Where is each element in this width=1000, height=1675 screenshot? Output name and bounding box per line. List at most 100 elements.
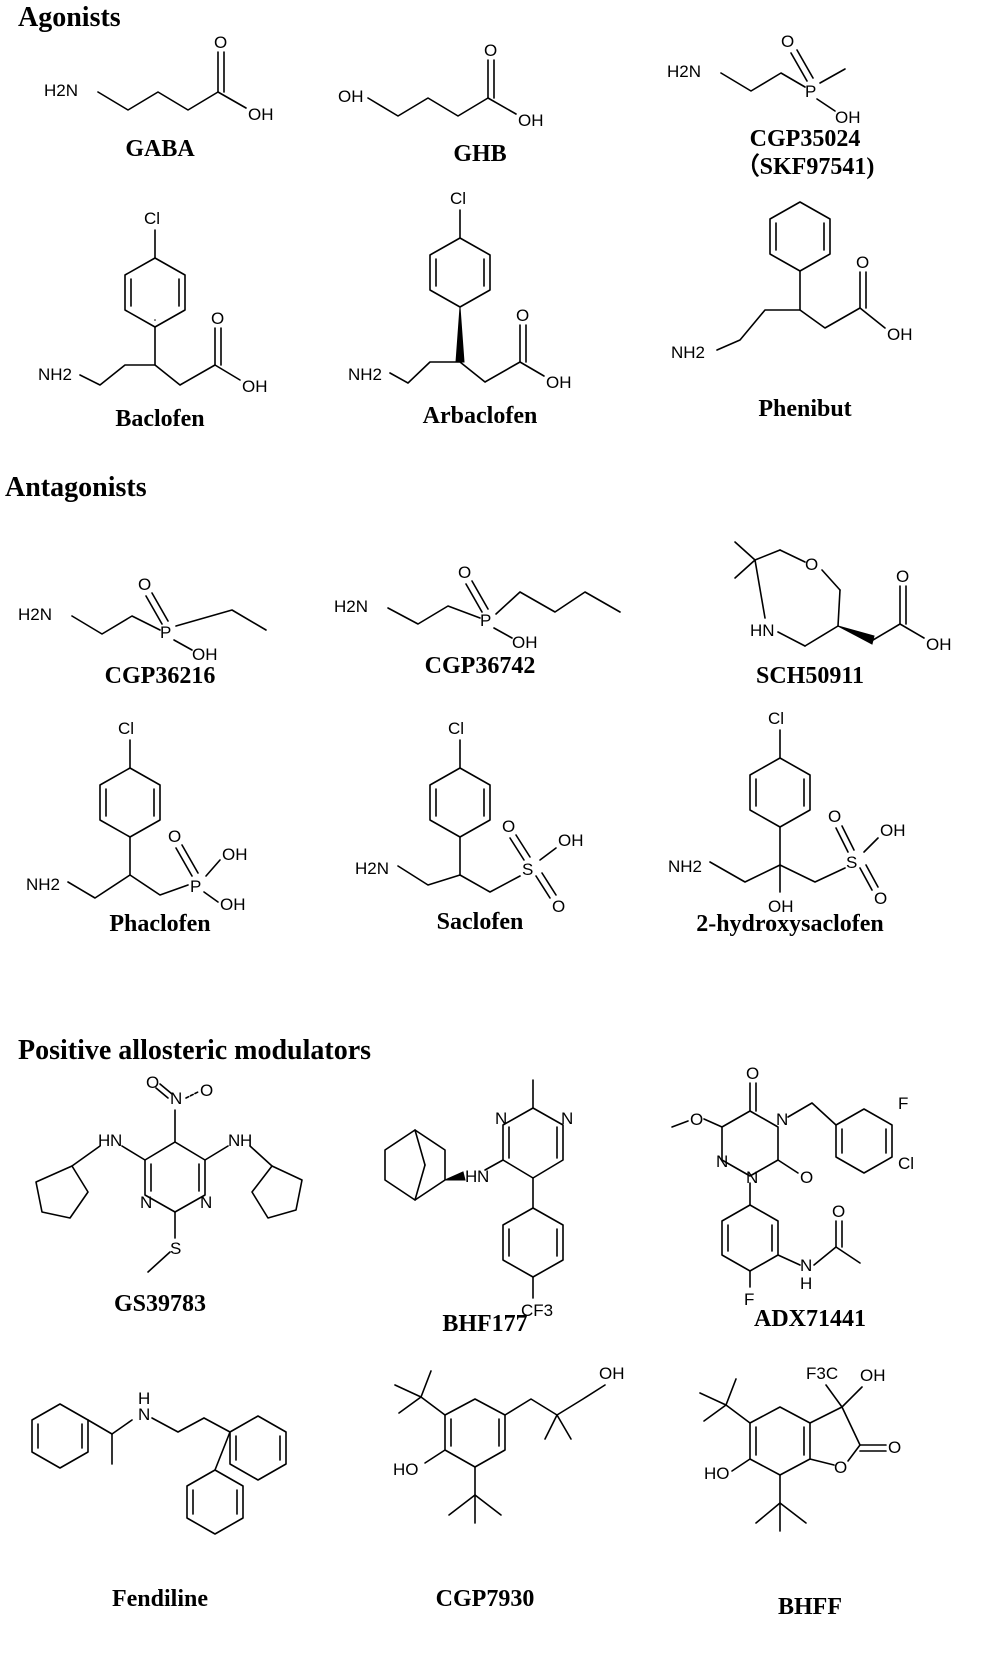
atom-label: H2N: [667, 62, 701, 81]
structure-2-hydroxysaclofen: Cl NH2 OH S O O OH: [668, 709, 906, 916]
atom-label: O: [832, 1202, 845, 1221]
atom-label: S: [846, 853, 857, 872]
structure-phaclofen: Cl NH2 P O OH OH: [26, 719, 248, 914]
compound-gs39783: N O O H N N H N N S GS39783: [10, 1073, 310, 1340]
atom-label: OH: [220, 895, 246, 914]
atom-label: NH2: [671, 343, 705, 362]
atom-label: OH: [926, 635, 952, 654]
atom-label: H: [240, 1131, 252, 1150]
atom-label: OH: [222, 845, 248, 864]
atom-label: H2N: [334, 597, 368, 616]
atom-label: O: [484, 41, 497, 60]
compound-adx71441: O O N N N O F Cl F N H O ADX71441: [660, 1064, 960, 1332]
compound-name: Saclofen: [436, 909, 524, 935]
atom-label: O: [828, 807, 841, 826]
atom-label: F3C: [806, 1364, 838, 1383]
compound-bhf177: H N N N CF3 BHF177: [335, 1070, 635, 1337]
atom-label: Cl: [768, 709, 784, 728]
atom-label: O: [211, 309, 224, 328]
atom-label: F: [744, 1290, 754, 1309]
atom-label: O: [200, 1081, 213, 1100]
atom-label: N: [561, 1109, 573, 1128]
atom-label: N: [110, 1131, 122, 1150]
compound-name: 2-hydroxysaclofen: [696, 911, 884, 937]
atom-label: O: [834, 1458, 847, 1477]
atom-label: P: [480, 611, 491, 630]
compound-gaba: H2N O OH GABA: [10, 30, 310, 180]
structure-bhf177: H N N N CF3: [384, 1079, 573, 1320]
atom-label: NH2: [26, 875, 60, 894]
structure-fendiline: H N: [31, 1389, 287, 1535]
atom-label: NH2: [348, 365, 382, 384]
atom-label: N: [138, 1405, 150, 1424]
compound-name: BHFF: [778, 1594, 842, 1620]
atom-label: H2N: [355, 859, 389, 878]
atom-label: OH: [558, 831, 584, 850]
atom-label: Cl: [448, 719, 464, 738]
compound-bhff: HO O O F3C OH BHFF: [660, 1355, 960, 1635]
atom-label: H: [465, 1167, 477, 1186]
compound-2-hydroxysaclofen: Cl NH2 OH S O O OH 2-hydroxysaclofen: [640, 700, 940, 960]
compound-name: Baclofen: [115, 406, 205, 432]
atom-label: N: [716, 1152, 728, 1171]
structure-sch50911: O HN O OH: [734, 541, 952, 654]
structure-adx71441: O O N N N O F Cl F N H O: [671, 1064, 914, 1309]
atom-label: N: [800, 1256, 812, 1275]
atom-label: N: [477, 1167, 489, 1186]
atom-label: N: [495, 1109, 507, 1128]
atom-label: O: [800, 1168, 813, 1187]
atom-label: O: [146, 1073, 159, 1092]
atom-label: F: [898, 1094, 908, 1113]
atom-label: P: [160, 623, 171, 642]
compound-arbaclofen: Cl NH2 O OH Arbaclofen: [330, 180, 630, 440]
atom-label: N: [170, 1089, 182, 1108]
compound-name: BHF177: [442, 1311, 528, 1337]
atom-label: OH: [192, 645, 218, 664]
structure-gs39783: N O O H N N H N N S: [35, 1073, 303, 1273]
compound-cgp35024: H2N P O OH CGP35024 （SKF97541): [655, 25, 955, 180]
compound-name: Phenibut: [758, 396, 852, 422]
compound-name: CGP36742: [424, 653, 536, 679]
compound-saclofen: Cl H2N S O O OH Saclofen: [330, 710, 630, 970]
compound-sch50911: O HN O OH SCH50911: [660, 520, 960, 689]
atom-label: OH: [599, 1364, 625, 1383]
structure-baclofen: Cl NH2 O OH: [38, 209, 268, 396]
structure-ghb: OH O OH: [338, 41, 544, 130]
structure-gaba: H2N O OH: [44, 33, 274, 124]
atom-label: OH: [242, 377, 268, 396]
atom-label: O: [516, 306, 529, 325]
atom-label: O: [690, 1110, 703, 1129]
atom-label: O: [458, 563, 471, 582]
compound-fendiline: H N Fendiline: [10, 1360, 310, 1630]
atom-label: Cl: [118, 719, 134, 738]
atom-label: P: [190, 877, 201, 896]
atom-label: OH: [768, 897, 794, 916]
compound-cgp36742: H2N P O OH CGP36742: [330, 530, 630, 679]
compound-name: SCH50911: [755, 663, 865, 689]
compound-cgp36216: H2N P O OH CGP36216: [10, 540, 310, 689]
atom-label: H: [138, 1389, 150, 1408]
compound-baclofen: Cl NH2 O OH Baclofen: [10, 180, 310, 440]
compound-name: CGP35024: [749, 126, 861, 152]
compound-name: GABA: [125, 136, 195, 162]
atom-label: S: [170, 1239, 181, 1258]
atom-label: Cl: [450, 189, 466, 208]
atom-label: H: [800, 1274, 812, 1293]
atom-label: HO: [704, 1464, 730, 1483]
compound-name: Fendiline: [111, 1586, 208, 1612]
compound-name: GS39783: [113, 1291, 206, 1317]
structure-phenibut: NH2 O OH: [671, 201, 913, 362]
atom-label: O: [746, 1064, 759, 1083]
atom-label: O: [552, 897, 565, 916]
structure-saclofen: Cl H2N S O O OH: [355, 719, 584, 916]
structure-cgp36216: H2N P O OH: [18, 575, 267, 664]
atom-label: Cl: [144, 209, 160, 228]
compound-name: ADX71441: [754, 1306, 866, 1332]
atom-label: CF3: [521, 1301, 553, 1320]
structure-cgp7930: HO OH: [393, 1364, 625, 1524]
compound-ghb: OH O OH GHB: [330, 30, 630, 180]
atom-label: OH: [835, 108, 861, 127]
atom-label: S: [522, 860, 533, 879]
structure-bhff: HO O O F3C OH: [699, 1364, 901, 1532]
atom-label: OH: [860, 1366, 886, 1385]
